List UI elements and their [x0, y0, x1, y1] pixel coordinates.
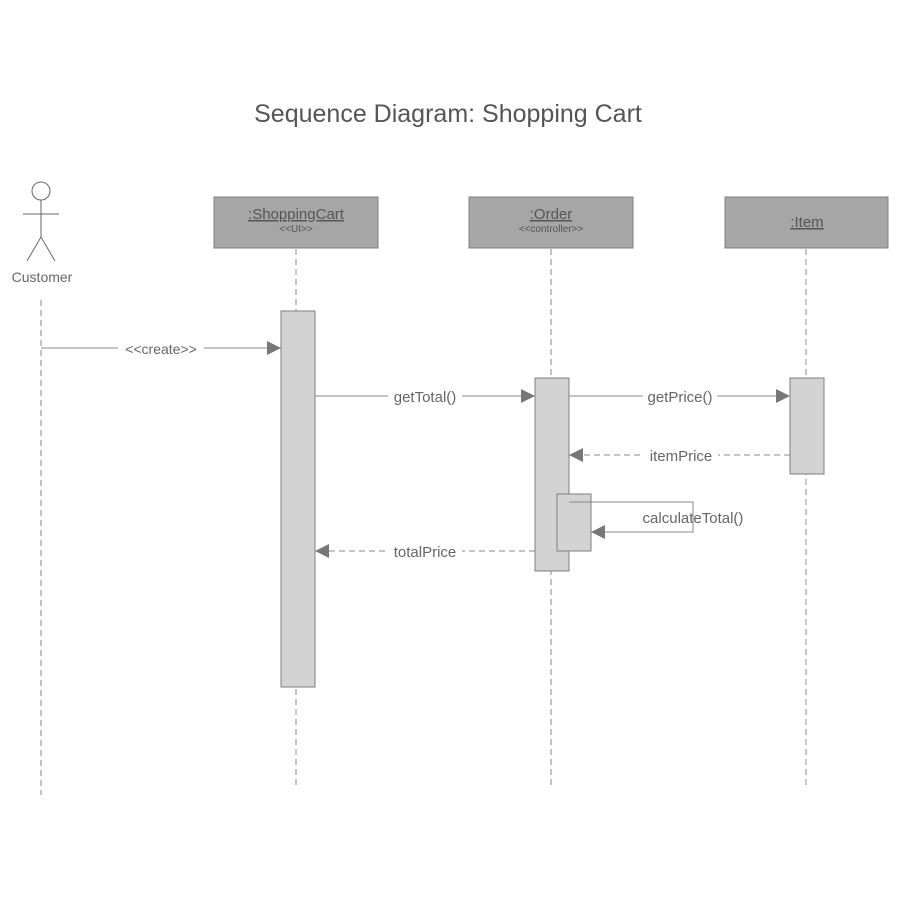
object-item: :Item	[724, 196, 889, 249]
diagram-title: Sequence Diagram: Shopping Cart	[254, 100, 642, 128]
object-stereotype: <<UI>>	[279, 224, 313, 235]
activation-shoppingcart	[280, 310, 316, 688]
object-stereotype: <<controller>>	[519, 224, 584, 235]
message-create: <<create>>	[41, 340, 281, 357]
message-label: getTotal()	[394, 389, 457, 406]
message-totalprice: totalPrice	[315, 543, 535, 561]
object-name: :Order	[530, 206, 573, 223]
actor-customer: Customer	[12, 181, 73, 285]
object-name: :Item	[790, 214, 823, 231]
message-gettotal: getTotal()	[315, 388, 535, 406]
object-order: :Order <<controller>>	[468, 196, 634, 249]
activation-order-nested	[556, 493, 592, 552]
message-label: itemPrice	[650, 448, 713, 465]
object-name: :ShoppingCart	[248, 206, 345, 223]
message-label: getPrice()	[647, 389, 712, 406]
message-itemprice: itemPrice	[569, 447, 790, 465]
message-getprice: getPrice()	[569, 388, 790, 406]
stick-figure-icon	[23, 181, 59, 262]
message-label: totalPrice	[394, 544, 457, 561]
object-shoppingcart: :ShoppingCart <<UI>>	[213, 196, 379, 249]
message-label: <<create>>	[125, 341, 197, 357]
actor-label: Customer	[12, 269, 73, 285]
activation-item	[789, 377, 825, 475]
message-label: calculateTotal()	[643, 510, 744, 527]
message-calculatetotal: calculateTotal()	[569, 501, 744, 539]
